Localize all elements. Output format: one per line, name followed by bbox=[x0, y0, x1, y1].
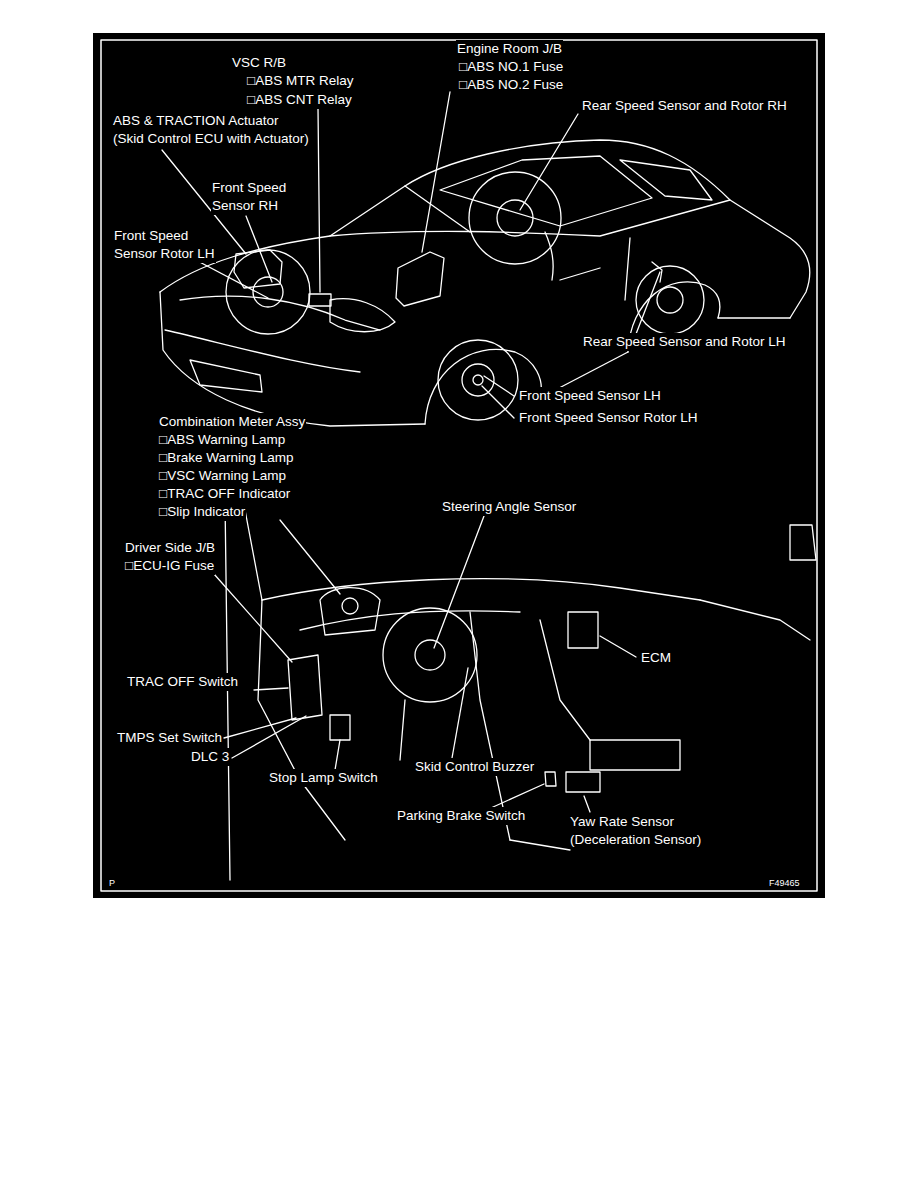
part-label: ECM bbox=[640, 649, 672, 667]
part-label: Rear Speed Sensor and Rotor RH bbox=[581, 97, 788, 115]
part-label: ABS & TRACTION Actuator (Skid Control EC… bbox=[112, 112, 310, 148]
part-label: P bbox=[108, 877, 116, 889]
part-label: Parking Brake Switch bbox=[396, 807, 526, 825]
part-label: F49465 bbox=[768, 877, 801, 889]
part-label: TRAC OFF Switch bbox=[126, 673, 239, 691]
part-label: □VSC Warning Lamp bbox=[158, 467, 287, 485]
part-label: Engine Room J/B bbox=[456, 40, 563, 58]
part-label: □ABS CNT Relay bbox=[246, 91, 353, 109]
part-label: □Slip Indicator bbox=[158, 503, 246, 521]
part-label: □ECU-IG Fuse bbox=[124, 557, 215, 575]
part-label: □ABS NO.1 Fuse bbox=[458, 58, 564, 76]
part-label: □Brake Warning Lamp bbox=[158, 449, 294, 467]
part-label: Stop Lamp Switch bbox=[268, 769, 379, 787]
part-label: Driver Side J/B bbox=[124, 539, 216, 557]
part-label: Yaw Rate Sensor (Deceleration Sensor) bbox=[569, 813, 703, 849]
part-label: Front Speed Sensor Rotor LH bbox=[518, 409, 699, 427]
part-label: □ABS NO.2 Fuse bbox=[458, 76, 564, 94]
part-label: □TRAC OFF Indicator bbox=[158, 485, 291, 503]
part-label: □ABS MTR Relay bbox=[246, 72, 354, 90]
part-label: DLC 3 bbox=[190, 748, 230, 766]
part-label: Front Speed Sensor LH bbox=[518, 387, 662, 405]
part-label: Front Speed Sensor RH bbox=[211, 179, 288, 215]
part-label: Combination Meter Assy bbox=[158, 413, 306, 431]
part-label: □ABS Warning Lamp bbox=[158, 431, 286, 449]
part-label: Rear Speed Sensor and Rotor LH bbox=[582, 333, 787, 351]
part-label: Steering Angle Sensor bbox=[441, 498, 577, 516]
part-label: TMPS Set Switch bbox=[116, 729, 223, 747]
part-label: Front Speed Sensor Rotor LH bbox=[113, 227, 216, 263]
part-label: Skid Control Buzzer bbox=[414, 758, 535, 776]
part-label: VSC R/B bbox=[231, 54, 287, 72]
